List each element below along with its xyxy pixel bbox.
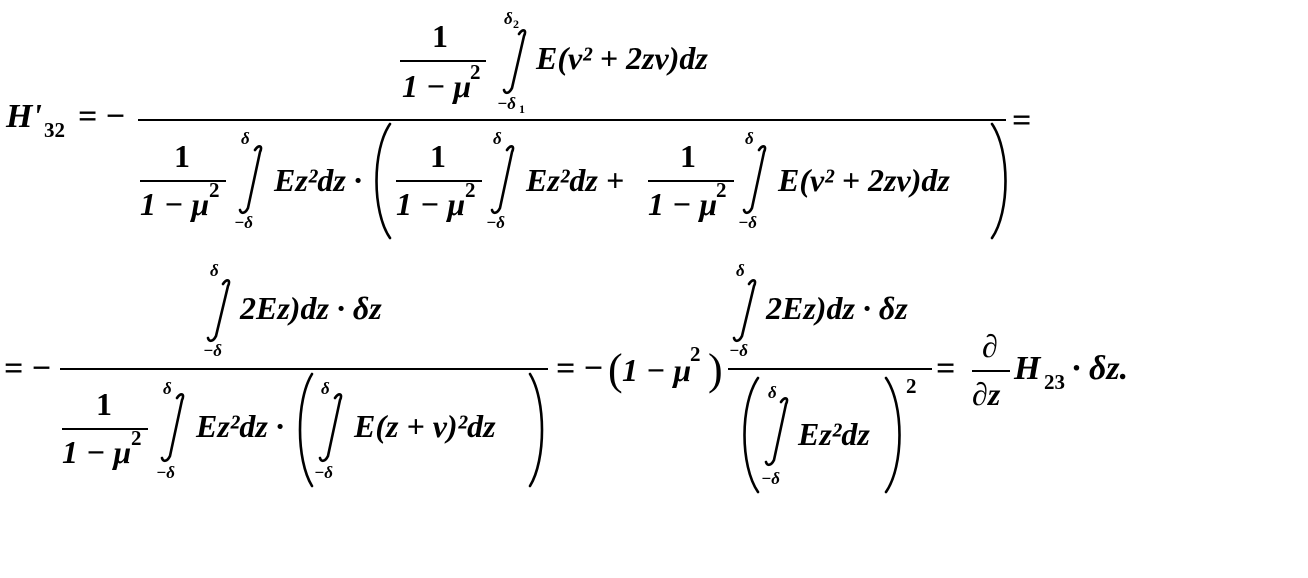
equals-3: = <box>936 350 956 387</box>
num-frac-den-sup: 2 <box>470 60 481 84</box>
inner-den-b-sup: 2 <box>716 178 727 202</box>
den-integrand-2: Ez²dz + <box>526 162 625 198</box>
num-int-upper-sub: 2 <box>513 17 519 31</box>
num-int-lower-sub: 1 <box>519 102 525 116</box>
row2-den-one: 1 <box>96 386 112 422</box>
row2-num-integrand: 2Ez)dz · δz <box>240 290 382 326</box>
factor-open-paren: ( <box>608 345 623 394</box>
inner-frac-bar-b <box>648 180 734 182</box>
big-right-paren <box>528 372 544 488</box>
integral-sign <box>732 279 757 343</box>
big-left-paren <box>743 376 760 494</box>
big-left-paren <box>375 122 392 240</box>
partial-top: ∂ <box>982 328 998 364</box>
lhs-subscript: 32 <box>44 118 65 142</box>
limit-upper: δ <box>321 379 330 398</box>
num-frac-one: 1 <box>432 18 448 54</box>
result-symbol: H <box>1014 350 1041 387</box>
big-left-paren <box>298 372 314 488</box>
inner-den-b: 1 − μ <box>648 186 718 222</box>
num-frac-den: 1 − μ <box>402 68 472 104</box>
den-frac-den-sup: 2 <box>209 178 220 202</box>
main-frac-bar-1 <box>138 119 1006 121</box>
integral-sign <box>206 279 231 343</box>
limit-lower: −δ <box>156 463 176 482</box>
inner-one-b: 1 <box>680 138 696 174</box>
equals-minus-2: = − <box>4 350 52 387</box>
row2-den-integrand-2: E(z + ν)²dz <box>354 408 496 444</box>
result-tail: · δz. <box>1072 350 1129 387</box>
frac2-power: 2 <box>906 374 917 398</box>
limit-lower: −δ <box>314 463 334 482</box>
inner-frac-bar-a <box>396 180 482 182</box>
den-frac-den: 1 − μ <box>140 186 210 222</box>
trailing-equals-1: = <box>1012 102 1032 139</box>
limit-lower: −δ <box>203 341 223 360</box>
row2-den-den-sup: 2 <box>131 426 142 450</box>
limit-upper: δ <box>736 261 745 280</box>
equals-minus-1: = − <box>78 98 126 135</box>
integral-sign <box>318 393 343 463</box>
inner-den-a: 1 − μ <box>396 186 466 222</box>
big-right-paren <box>990 122 1007 240</box>
main-frac-bar-2 <box>60 368 548 370</box>
partial-frac-bar <box>972 370 1010 372</box>
integral-sign <box>490 145 515 215</box>
integral-sign <box>238 145 263 215</box>
partial-bottom: ∂z <box>972 376 1001 412</box>
den-integrand-1: Ez²dz · <box>274 162 362 198</box>
den-frac-one: 1 <box>174 138 190 174</box>
integral-sign <box>502 29 527 95</box>
integral-sign <box>742 145 767 215</box>
integral-sign <box>160 393 185 463</box>
frac2-numerator: 2Ez)dz · δz <box>766 290 908 326</box>
limit-lower: −δ <box>234 213 254 232</box>
limit-lower: −δ <box>761 469 781 488</box>
limit-lower: −δ <box>738 213 758 232</box>
lhs-symbol: H' <box>6 98 42 135</box>
num-frac-bar <box>400 60 486 62</box>
num-integrand: E(ν² + 2zν)dz <box>536 40 708 76</box>
big-right-paren <box>884 376 901 494</box>
den-frac-bar <box>140 180 226 182</box>
limit-upper: δ <box>163 379 172 398</box>
frac2-denominator: Ez²dz <box>798 416 870 452</box>
inner-one-a: 1 <box>430 138 446 174</box>
limit-upper: δ <box>745 129 754 148</box>
row2-den-frac-bar <box>62 428 148 430</box>
result-subscript: 23 <box>1044 370 1065 394</box>
inner-den-a-sup: 2 <box>465 178 476 202</box>
num-int-upper: δ <box>504 9 513 28</box>
row2-den-integrand-1: Ez²dz · <box>196 408 284 444</box>
factor-close-paren: ) <box>708 345 723 394</box>
mid-equals-minus: = − <box>556 350 604 387</box>
num-int-lower: −δ <box>497 94 517 113</box>
limit-upper: δ <box>241 129 250 148</box>
limit-upper: δ <box>493 129 502 148</box>
integral-sign <box>764 397 789 467</box>
limit-lower: −δ <box>729 341 749 360</box>
den-integrand-3: E(ν² + 2zν)dz <box>778 162 950 198</box>
row2-den-den: 1 − μ <box>62 434 132 470</box>
limit-lower: −δ <box>486 213 506 232</box>
frac2-bar <box>728 368 932 370</box>
limit-upper: δ <box>768 383 777 402</box>
limit-upper: δ <box>210 261 219 280</box>
factor-sup: 2 <box>690 342 701 366</box>
factor-body: 1 − μ <box>622 352 692 388</box>
